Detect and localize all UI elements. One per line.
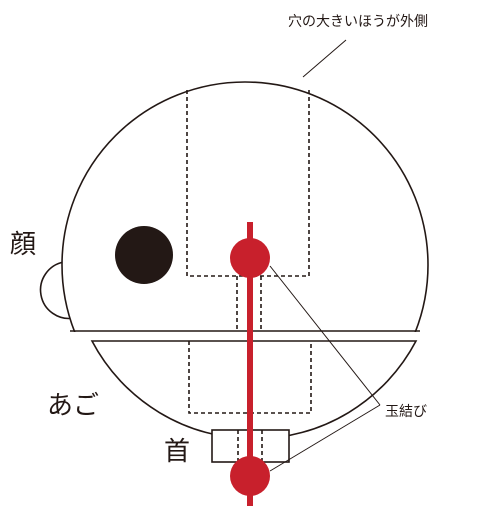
knot-label: 玉結び [385, 404, 427, 420]
eye [115, 226, 173, 284]
leader-outer-note [302, 39, 347, 78]
neck-dashed-lines [237, 430, 263, 462]
knot-upper [230, 238, 270, 278]
outer-side-note: 穴の大きいほうが外側 [288, 14, 428, 30]
knot-lower [230, 456, 270, 496]
chin-piece [90, 340, 418, 440]
chin-label: あご [47, 391, 99, 421]
face-dashed-channel [236, 276, 262, 331]
leader-knot-lower [269, 404, 381, 472]
leader-knot-upper [269, 265, 381, 406]
neck-label: 首 [164, 437, 190, 467]
face-label: 顔 [10, 230, 36, 260]
